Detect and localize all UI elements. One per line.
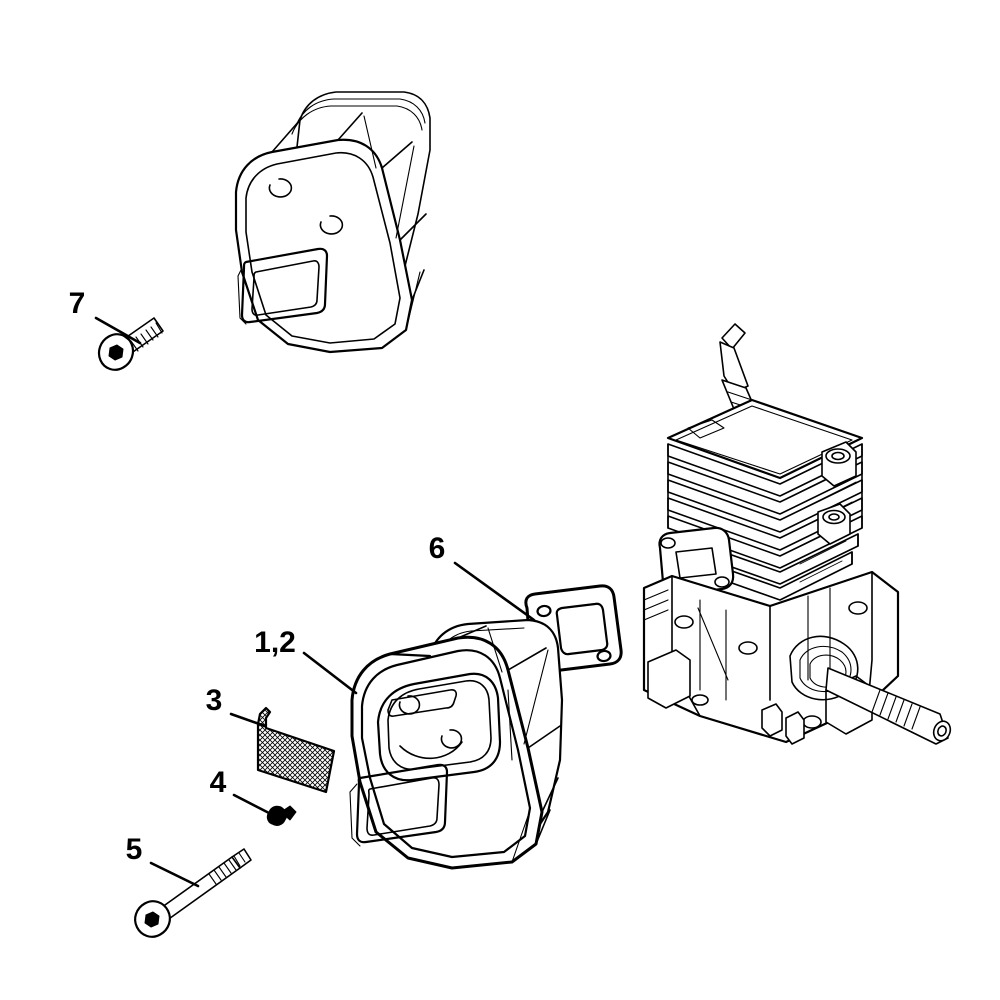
shield-front-body — [234, 138, 414, 354]
crankcase-hole-mid — [738, 641, 758, 655]
crankshaft-end-bore — [937, 725, 947, 737]
shield-top-fold-mid — [337, 112, 363, 141]
screw7-head-edge — [121, 334, 131, 342]
muffler-body-outer — [350, 635, 544, 870]
muffler-body-inner — [360, 649, 532, 859]
muffler-dimple-upper — [398, 695, 421, 715]
callout-5-label: 5 — [126, 833, 143, 866]
shield-outlet-slot-inner — [251, 260, 320, 316]
muffler-fold-top-left — [388, 652, 432, 658]
callout-7[interactable]: 7 — [69, 287, 142, 345]
muffler-long-screw[interactable] — [134, 848, 252, 938]
cylinder-boss-upper-hole-inner — [831, 451, 845, 461]
shield-outlet-slot-lip — [237, 267, 247, 325]
shield-front-inner-contour — [245, 151, 401, 344]
shield-panel-line-2 — [395, 145, 415, 239]
muffler-dimple-lower — [440, 729, 463, 749]
muffler-fold-side-3 — [535, 809, 551, 845]
muffler-fold-top-mid — [457, 625, 487, 639]
muffler-shield-screw[interactable] — [97, 317, 164, 371]
screw5-threads — [208, 852, 246, 885]
callout-4[interactable]: 4 — [210, 766, 271, 815]
cylinder-crankcase-assembly[interactable] — [642, 323, 953, 745]
muffler-assembly[interactable] — [349, 618, 564, 870]
bearing-boss-inner — [809, 654, 847, 688]
shield-dimple-upper — [268, 178, 293, 198]
muffler-fold-side-2 — [541, 777, 559, 813]
callout-4-label: 4 — [210, 766, 227, 799]
bearing-boss-mid — [799, 645, 852, 693]
callout-3-leader — [229, 712, 267, 728]
callout-1-2-label: 1,2 — [254, 626, 296, 659]
muffler-recess-panel-inner — [387, 679, 492, 771]
cylinder-top-plate-inner — [675, 405, 853, 475]
callout-3-label: 3 — [206, 684, 223, 717]
exhaust-port-opening — [675, 547, 717, 579]
gasket-hole-upper-left — [536, 604, 552, 618]
crankcase-hole-right — [848, 601, 868, 615]
callout-6-leader — [453, 561, 536, 622]
crankcase-diag-rib — [697, 607, 729, 681]
crankshaft-bearing-boss — [789, 635, 859, 701]
muffler-recess-shadow — [399, 741, 463, 760]
muffler-recess-lip — [387, 689, 458, 717]
cylinder-top-notch — [687, 419, 725, 439]
crankcase-left-ribs — [643, 589, 669, 621]
exhaust-flange-hole-upper — [660, 537, 676, 549]
callout-7-leader — [94, 316, 142, 345]
screw4-tip — [280, 805, 297, 821]
shield-outlet-slot-outer — [240, 247, 329, 324]
callout-3[interactable]: 3 — [206, 684, 267, 728]
shield-top-fold-left — [271, 119, 301, 153]
muffler-panel-crease-4 — [507, 689, 513, 761]
screw5-hex-socket — [144, 911, 160, 928]
muffler-recess-panel — [376, 672, 502, 782]
muffler-fold-top-right — [507, 647, 547, 671]
crankshaft-stub — [825, 667, 952, 745]
callout-1-2-leader — [302, 651, 358, 695]
bearing-boss-outer — [789, 635, 859, 701]
screw4-cross-slot — [269, 810, 285, 822]
crankcase-hole-left — [674, 615, 694, 629]
muffler-panel-crease-1 — [487, 627, 503, 673]
screen-outline — [256, 706, 336, 794]
callout-7-label: 7 — [69, 287, 86, 320]
callout-5-leader — [149, 861, 200, 888]
crankcase-foot-left — [647, 649, 691, 709]
muffler-shield-upper[interactable] — [234, 91, 431, 354]
shield-dimple-lower — [319, 215, 344, 235]
shield-side-fold-1 — [399, 213, 427, 241]
muffler-outlet-slot-outer — [355, 763, 449, 844]
screw5-thread-end — [231, 848, 252, 869]
cylinder-boss-mid-hole-inner — [828, 513, 840, 521]
gasket-hole-lower-right — [596, 649, 612, 663]
muffler-panel-crease-2 — [523, 649, 549, 745]
callout-5[interactable]: 5 — [126, 833, 200, 888]
callout-1-2[interactable]: 1,2 — [254, 626, 358, 695]
cylinder-fin-right-edges — [851, 443, 863, 565]
crankcase-stud-1 — [761, 703, 783, 737]
shield-top-fold-right — [381, 141, 413, 169]
callout-6[interactable]: 6 — [429, 532, 536, 622]
screen-retaining-screw[interactable] — [266, 805, 297, 826]
callout-6-label: 6 — [429, 532, 446, 565]
crankcase-stud-2 — [785, 711, 805, 745]
screw7-hex-socket — [108, 344, 124, 361]
gasket-center-port — [555, 602, 609, 656]
exhaust-flange-hole-lower — [714, 576, 730, 588]
crankshaft-threads — [871, 689, 921, 730]
callout-4-leader — [232, 793, 271, 815]
shield-back-rim-1 — [295, 98, 426, 127]
shield-panel-line-3 — [405, 271, 421, 331]
crankcase-hole-bottom — [802, 715, 822, 729]
shield-panel-line-1 — [363, 115, 377, 169]
muffler-fold-side-1 — [527, 725, 561, 749]
muffler-outlet-slot-inner — [366, 777, 440, 836]
crankcase-hole-lower-left — [691, 694, 709, 706]
muffler-outlet-slot-lip — [349, 783, 361, 847]
muffler-panel-crease-3 — [511, 815, 529, 863]
